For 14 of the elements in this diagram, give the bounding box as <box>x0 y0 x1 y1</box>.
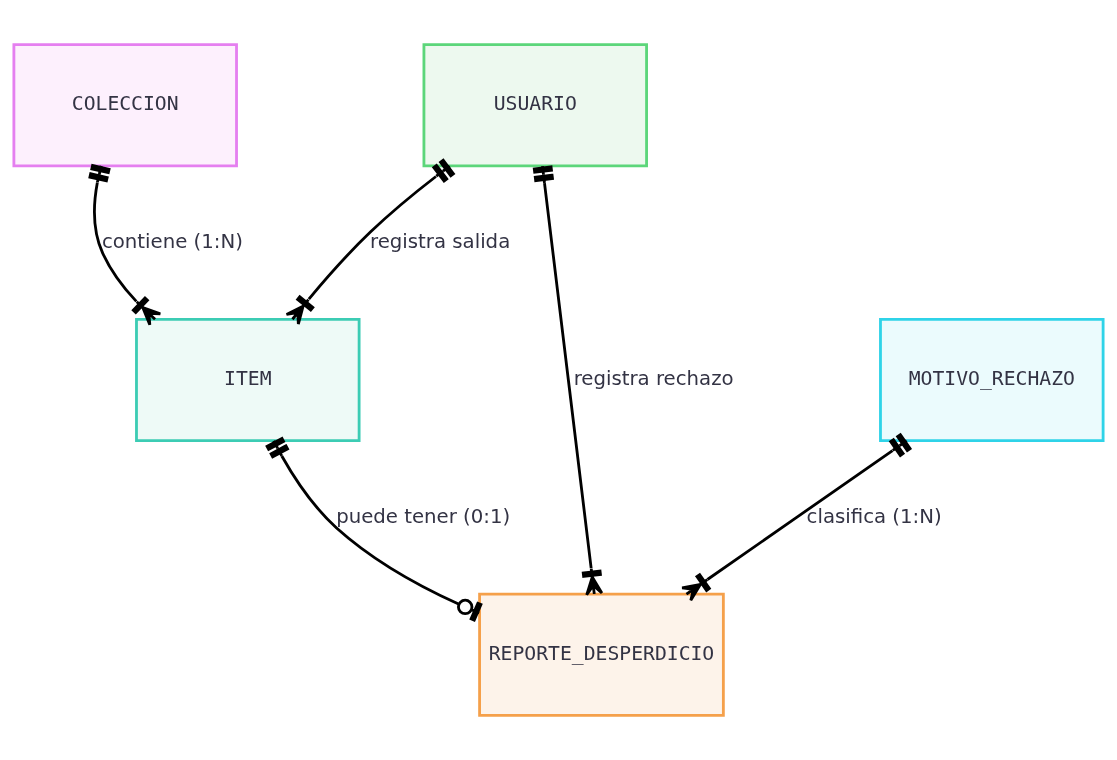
node-box: ITEM <box>135 318 361 442</box>
node-box: MOTIVO_RECHAZO <box>879 318 1105 442</box>
connector <box>532 165 604 597</box>
edge-label: contiene (1:N) <box>101 229 243 253</box>
edge-label: clasifica (1:N) <box>806 504 942 528</box>
connector <box>680 432 913 602</box>
connector <box>88 163 162 327</box>
node-box: COLECCION <box>12 43 238 168</box>
edge-label: registra rechazo <box>573 367 734 391</box>
node-box: USUARIO <box>422 43 648 168</box>
connector <box>285 158 456 326</box>
node-box: REPORTE_DESPERDICIO <box>478 592 725 717</box>
edge-label: registra salida <box>370 229 511 253</box>
edge-label: puede tener (0:1) <box>336 504 511 528</box>
